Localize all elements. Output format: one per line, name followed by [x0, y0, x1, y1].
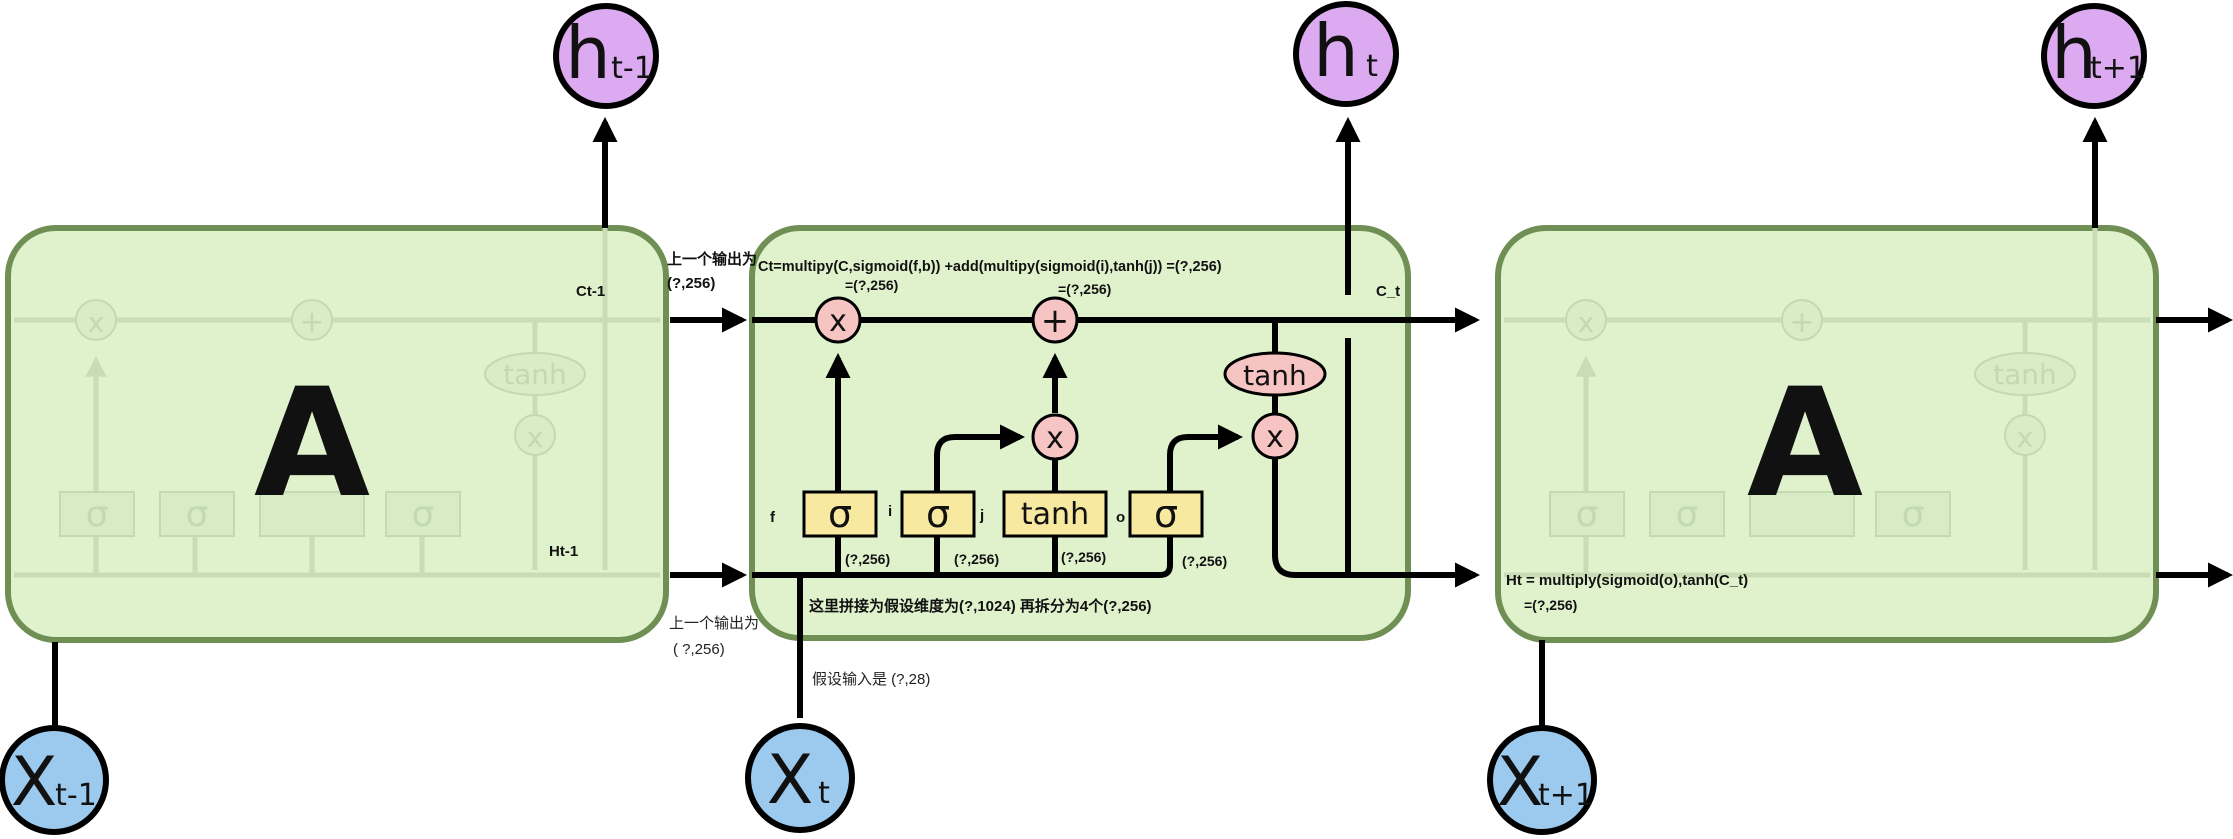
svg-text:tanh: tanh: [1021, 497, 1089, 532]
svg-text:h: h: [2051, 11, 2097, 95]
svg-text:x: x: [88, 306, 105, 339]
svg-text:t: t: [1366, 49, 1378, 84]
svg-text:σ: σ: [1154, 492, 1178, 536]
label-j: j: [979, 507, 984, 524]
svg-text:x: x: [1046, 421, 1064, 456]
prev-output-bottom-line1: 上一个输出为: [669, 615, 759, 632]
svg-text:x: x: [527, 421, 544, 454]
svg-text:σ: σ: [1902, 494, 1925, 535]
input-x-next: X t+1: [1487, 725, 1597, 835]
op-tanh: tanh: [1223, 351, 1327, 397]
svg-text:t: t: [818, 776, 830, 811]
gate-o: σ: [1128, 490, 1204, 538]
output-h-cur: h t: [1293, 1, 1399, 107]
svg-text:σ: σ: [828, 492, 852, 536]
ht-formula: Ht = multiply(sigmoid(o),tanh(C_t): [1506, 572, 1748, 589]
output-h-next: h t+1: [2041, 3, 2147, 109]
mult-shape: =(?,256): [845, 277, 898, 293]
svg-text:x: x: [2017, 421, 2034, 454]
prev-output-top-line1: 上一个输出为: [667, 250, 757, 268]
input-note: 假设输入是 (?,28): [812, 671, 930, 688]
input-x-prev: X t-1: [0, 725, 109, 835]
op-mult-forget: x: [814, 296, 862, 344]
o-shape: (?,256): [1182, 553, 1227, 569]
add-shape: =(?,256): [1058, 281, 1111, 297]
svg-text:x: x: [829, 304, 847, 339]
op-mult-output: x: [1251, 412, 1299, 460]
svg-text:t-1: t-1: [611, 51, 653, 86]
gate-f: σ: [802, 490, 878, 538]
right-cell: tanh σ σ σ x + x A: [1495, 225, 2159, 643]
ht-prev-label: Ht-1: [549, 543, 578, 560]
right-cell-label: A: [1747, 357, 1863, 531]
svg-text:x: x: [1578, 306, 1595, 339]
j-shape: (?,256): [1061, 549, 1106, 565]
svg-text:+: +: [1041, 301, 1070, 341]
svg-text:t+1: t+1: [2090, 51, 2146, 86]
svg-text:h: h: [1313, 9, 1359, 93]
svg-text:σ: σ: [926, 492, 950, 536]
left-cell-faint-internals: tanh σ σ σ x + x: [14, 228, 660, 578]
svg-text:+: +: [299, 305, 324, 340]
f-shape: (?,256): [845, 551, 890, 567]
svg-text:h: h: [565, 11, 611, 95]
gate-j: tanh: [1002, 490, 1108, 538]
svg-text:t+1: t+1: [1538, 778, 1594, 813]
left-cell: tanh σ σ σ x + x A: [5, 225, 669, 643]
svg-text:σ: σ: [186, 494, 209, 535]
label-i: i: [888, 503, 892, 520]
connection-lines: [52, 116, 2233, 728]
ht-shape: =(?,256): [1524, 597, 1577, 613]
svg-text:tanh: tanh: [1243, 359, 1307, 392]
ct-formula: Ct=multipy(C,sigmoid(f,b)) +add(multipy(…: [758, 259, 1222, 275]
ct-prev-label: Ct-1: [576, 283, 605, 300]
path-i-to-mult: [934, 424, 1026, 575]
svg-text:X: X: [1497, 743, 1544, 822]
svg-text:t-1: t-1: [55, 778, 97, 813]
prev-output-top-line2: (?,256): [667, 275, 715, 292]
i-shape: (?,256): [954, 551, 999, 567]
c-t-label: C_t: [1376, 283, 1400, 300]
input-x-cur: X t: [745, 723, 855, 833]
concat-note: 这里拼接为假设维度为(?,1024) 再拆分为4个(?,256): [809, 597, 1152, 615]
output-h-prev: h t-1: [553, 3, 659, 109]
svg-text:tanh: tanh: [503, 358, 567, 391]
gate-i: σ: [900, 490, 976, 538]
svg-text:σ: σ: [1676, 494, 1699, 535]
svg-text:σ: σ: [86, 494, 109, 535]
right-cell-faint-internals: tanh σ σ σ x + x: [1504, 228, 2150, 578]
prev-output-bottom-line2: ( ?,256): [673, 641, 725, 658]
label-f: f: [770, 509, 776, 526]
svg-text:X: X: [767, 741, 814, 820]
op-mult-input: x: [1031, 413, 1079, 461]
left-cell-label: A: [254, 357, 370, 531]
label-o: o: [1116, 509, 1125, 526]
svg-text:X: X: [11, 743, 58, 822]
svg-text:σ: σ: [412, 494, 435, 535]
svg-text:x: x: [1266, 420, 1284, 455]
arrow-ht-out: [1272, 458, 1481, 588]
svg-text:σ: σ: [1576, 494, 1599, 535]
svg-text:tanh: tanh: [1993, 358, 2057, 391]
svg-text:+: +: [1789, 305, 1814, 340]
op-add: +: [1031, 296, 1079, 344]
